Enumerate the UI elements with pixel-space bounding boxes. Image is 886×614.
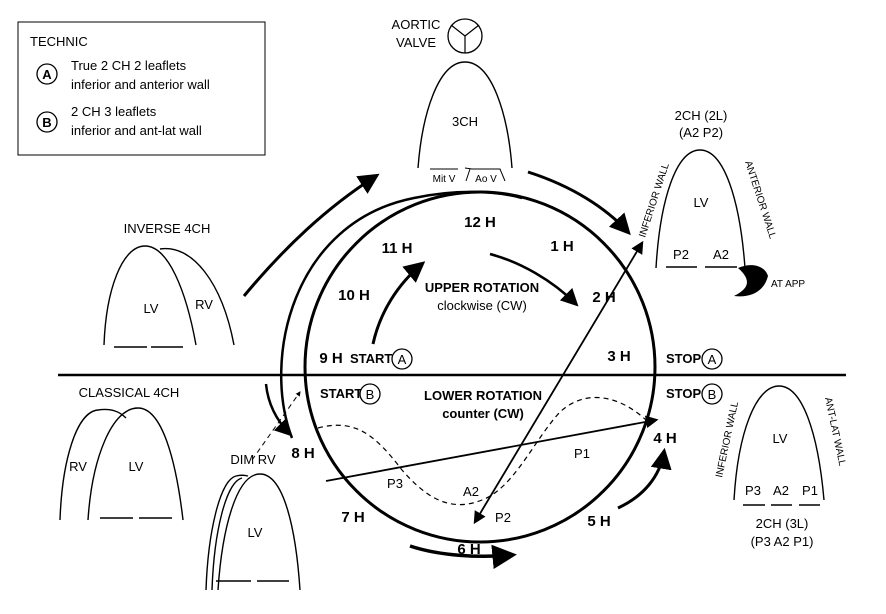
lower-rotation-subtitle: counter (CW) <box>442 406 524 421</box>
arrow-lower-rotation-4h <box>617 447 672 510</box>
mit-v-label: Mit V <box>433 174 456 185</box>
upper-rotation-subtitle: clockwise (CW) <box>437 298 527 313</box>
view-inverse-4ch: INVERSE 4CH LV RV <box>103 221 235 348</box>
legend-item-a-line1: True 2 CH 2 leaflets <box>71 58 187 73</box>
start-b-label: START <box>320 386 362 401</box>
view-2ch-3l-title-2: (P3 A2 P1) <box>751 534 814 549</box>
legend-item-b-line2: inferior and ant-lat wall <box>71 123 202 138</box>
arrow-upper-rotation-cw <box>489 252 579 307</box>
rotation-inner-arc <box>280 190 523 439</box>
start-b-badge: B <box>366 387 375 402</box>
view-2ch-2l-title-2: (A2 P2) <box>679 125 723 140</box>
leaflet-p3: P3 <box>387 476 403 491</box>
stop-b-badge: B <box>708 387 717 402</box>
view-2ch-3l-title-1: 2CH (3L) <box>756 516 809 531</box>
view-dim-rv-title: DIM RV <box>230 452 276 467</box>
view-classical-4ch: CLASSICAL 4CH RV LV <box>59 385 184 521</box>
hour-5: 5 H <box>587 513 610 530</box>
rotation-circle <box>303 190 657 544</box>
aortic-valve-label-2: VALVE <box>396 35 436 50</box>
scan-line-b <box>325 415 659 482</box>
view-dim-rv-lv: LV <box>248 525 263 540</box>
view-2ch-2l-outline <box>655 149 746 269</box>
aortic-valve-label-1: AORTIC <box>392 17 441 32</box>
scan-line-a <box>473 240 644 525</box>
hour-10: 10 H <box>338 287 370 304</box>
view-classical-4ch-lv: LV <box>129 459 144 474</box>
hour-3: 3 H <box>607 348 630 365</box>
legend-box: TECHNIC A True 2 CH 2 leaflets inferior … <box>17 21 266 156</box>
lower-rotation-title: LOWER ROTATION <box>424 388 542 403</box>
view-dim-rv: DIM RV LV <box>205 452 301 591</box>
arrow-to-8h <box>264 383 293 437</box>
legend-badge-b-icon <box>36 111 58 133</box>
stop-a-badge-icon <box>701 348 723 370</box>
hour-12: 12 H <box>464 214 496 231</box>
arrow-inverse4ch-to-3ch <box>242 173 380 297</box>
hour-8: 8 H <box>291 445 314 462</box>
hour-7: 7 H <box>341 509 364 526</box>
view-3ch: 3CH Mit V Ao V <box>417 61 513 185</box>
aortic-valve-icon <box>447 18 483 54</box>
view-2ch-3l-leaflet-p1: P1 <box>802 483 818 498</box>
view-2ch-2l-appendage: AT APP <box>771 279 805 290</box>
view-2ch-3l: LV INFERIOR WALL ANT-LAT WALL P3 A2 P1 2… <box>714 385 847 549</box>
view-2ch-2l: 2CH (2L) (A2 P2) LV INFERIOR WALL ANTERI… <box>637 108 805 297</box>
ao-v-label: Ao V <box>475 174 497 185</box>
start-b-badge-icon <box>359 383 381 405</box>
leaflet-p1: P1 <box>574 446 590 461</box>
view-2ch-2l-inferior-wall: INFERIOR WALL <box>637 161 672 238</box>
stop-a-label: STOP <box>666 351 701 366</box>
view-inverse-4ch-lv: LV <box>144 301 159 316</box>
leaflet-a2: A2 <box>463 484 479 499</box>
view-inverse-4ch-rv: RV <box>195 297 213 312</box>
hour-1: 1 H <box>550 238 573 255</box>
legend-title: TECHNIC <box>30 34 88 49</box>
legend-item-a-line2: inferior and anterior wall <box>71 77 210 92</box>
view-2ch-2l-leaflet-p2: P2 <box>673 247 689 262</box>
view-2ch-3l-ant-lat-wall: ANT-LAT WALL <box>822 396 847 467</box>
view-2ch-2l-title-1: 2CH (2L) <box>675 108 728 123</box>
stop-a-badge: A <box>708 352 717 367</box>
view-2ch-2l-leaflet-a2: A2 <box>713 247 729 262</box>
view-2ch-3l-outline <box>733 385 825 501</box>
view-classical-4ch-rv: RV <box>69 459 87 474</box>
hour-11: 11 H <box>382 240 413 257</box>
arrow-upper-rotation-start <box>371 261 426 345</box>
leaflet-p2: P2 <box>495 510 511 525</box>
upper-rotation-title: UPPER ROTATION <box>425 280 539 295</box>
atrial-appendage-icon <box>734 265 768 297</box>
arrow-3ch-to-2ch <box>527 170 631 236</box>
hour-9: 9 H <box>319 350 342 367</box>
start-a-label: START <box>350 351 392 366</box>
hour-6: 6 H <box>457 541 480 558</box>
stop-b-label: STOP <box>666 386 701 401</box>
view-inverse-4ch-title: INVERSE 4CH <box>124 221 211 236</box>
legend-badge-a: A <box>42 67 52 82</box>
arrow-dim-rv-dashed <box>251 391 301 461</box>
view-classical-4ch-title: CLASSICAL 4CH <box>79 385 180 400</box>
legend-badge-b: B <box>42 115 51 130</box>
arrow-lower-rotation-6h <box>409 544 517 570</box>
view-2ch-2l-anterior-wall: ANTERIOR WALL <box>742 160 778 241</box>
view-2ch-3l-leaflet-a2: A2 <box>773 483 789 498</box>
stop-b-badge-icon <box>701 383 723 405</box>
legend-item-b-line1: 2 CH 3 leaflets <box>71 104 157 119</box>
hour-4: 4 H <box>653 430 676 447</box>
aortic-valve: AORTIC VALVE <box>392 17 483 54</box>
view-3ch-outline <box>417 61 513 169</box>
start-a-badge-icon <box>391 348 413 370</box>
view-2ch-3l-lv: LV <box>773 431 788 446</box>
start-a-badge: A <box>398 352 407 367</box>
view-2ch-2l-lv: LV <box>694 195 709 210</box>
view-3ch-label: 3CH <box>452 114 478 129</box>
view-2ch-3l-leaflet-p3: P3 <box>745 483 761 498</box>
legend-badge-a-icon <box>36 63 58 85</box>
hour-2: 2 H <box>592 289 615 306</box>
